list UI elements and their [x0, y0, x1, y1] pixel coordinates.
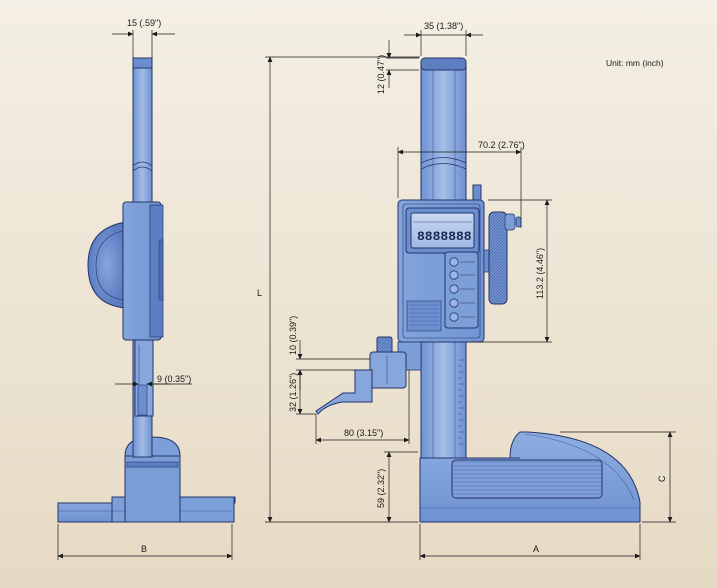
button-3 — [449, 284, 459, 294]
dim-left-width: 15 (.59") — [127, 18, 161, 28]
svg-text:8888888: 8888888 — [417, 229, 472, 244]
scriber — [315, 369, 373, 415]
dim-base-thickness: C — [657, 475, 667, 482]
front-base-grip — [451, 459, 603, 499]
front-column-cap — [420, 57, 467, 71]
label-plate — [406, 300, 442, 332]
feed-wheel — [488, 211, 508, 305]
lcd-display — [410, 212, 475, 249]
front-dimensions — [265, 30, 676, 560]
dim-total-height: L — [257, 288, 262, 298]
dim-top-cap: 12 (0.47") — [376, 55, 386, 94]
column-scale — [458, 359, 464, 445]
dim-scriber-reach: 80 (3.15") — [344, 428, 383, 438]
dim-base-width-left: B — [141, 544, 147, 554]
dim-head-height: 113.2 (4.46") — [535, 248, 545, 299]
side-dial — [87, 221, 127, 309]
scriber-clamp — [369, 351, 407, 389]
button-4 — [449, 298, 459, 308]
dim-head-width: 70.2 (2.76") — [478, 140, 525, 150]
side-dimensions — [57, 30, 233, 560]
unit-note: Unit: mm (inch) — [606, 58, 664, 68]
front-view-height-gauge: 8888888 — [315, 57, 641, 523]
dim-top-width: 35 (1.38") — [424, 21, 463, 31]
dim-scriber-gap: 10 (0.39") — [288, 316, 298, 355]
button-5 — [449, 312, 459, 322]
dim-base-height: 59 (2.32") — [376, 469, 386, 508]
button-group — [449, 257, 475, 322]
side-view-height-gauge — [57, 57, 236, 523]
dim-scriber-height: 32 (1.26") — [288, 373, 298, 412]
dim-base-width-right: A — [533, 544, 539, 554]
dim-scriber-thickness: 9 (0.35") — [157, 374, 191, 384]
button-1 — [449, 257, 459, 267]
clamp-screw — [376, 336, 393, 355]
button-2 — [449, 270, 459, 280]
